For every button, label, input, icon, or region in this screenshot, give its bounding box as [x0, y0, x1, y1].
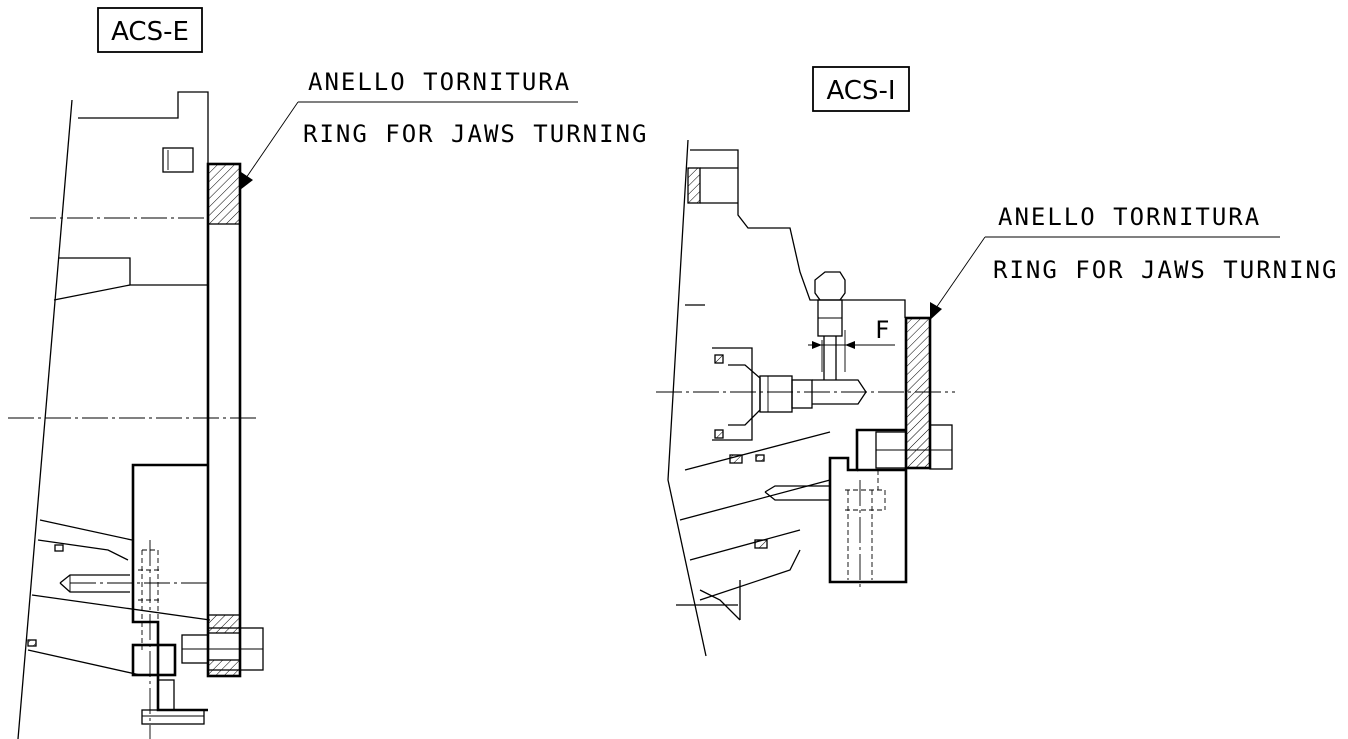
acs-e-view: ACS-E	[8, 7, 648, 739]
acs-i-tag-text: ACS-I	[826, 76, 895, 106]
acs-i-hidden-screw	[845, 470, 886, 580]
acs-e-jaw	[131, 463, 208, 712]
acs-e-ring-screw	[181, 627, 264, 671]
acs-i-chuck-body	[667, 139, 906, 657]
acs-i-dimension-label: F	[875, 316, 891, 344]
acs-i-label-en: RING FOR JAWS TURNING	[993, 256, 1338, 284]
acs-e-leader	[240, 101, 578, 190]
acs-i-leader	[930, 236, 1280, 320]
acs-e-hidden-screw	[138, 549, 162, 650]
acs-i-jaw	[828, 428, 908, 584]
acs-i-view: ACS-I	[656, 66, 1338, 657]
acs-i-turning-ring	[904, 316, 932, 470]
acs-e-tag-text: ACS-E	[111, 17, 189, 47]
acs-i-tag: ACS-I	[812, 66, 910, 112]
acs-i-grease-nipple	[814, 271, 846, 380]
acs-e-tag: ACS-E	[97, 7, 203, 53]
acs-i-ring-screw	[875, 424, 953, 470]
acs-i-label-it: ANELLO TORNITURA	[998, 203, 1261, 231]
acs-e-label-it: ANELLO TORNITURA	[308, 68, 571, 96]
acs-e-turning-ring	[206, 162, 242, 678]
acs-i-dimension-f: F	[808, 316, 895, 372]
acs-e-chuck-body	[17, 91, 211, 739]
acs-i-side-hole	[764, 485, 830, 501]
acs-e-base	[141, 679, 205, 725]
acs-e-pin	[59, 574, 130, 593]
acs-i-piston	[712, 347, 867, 441]
acs-e-label-en: RING FOR JAWS TURNING	[303, 120, 648, 148]
